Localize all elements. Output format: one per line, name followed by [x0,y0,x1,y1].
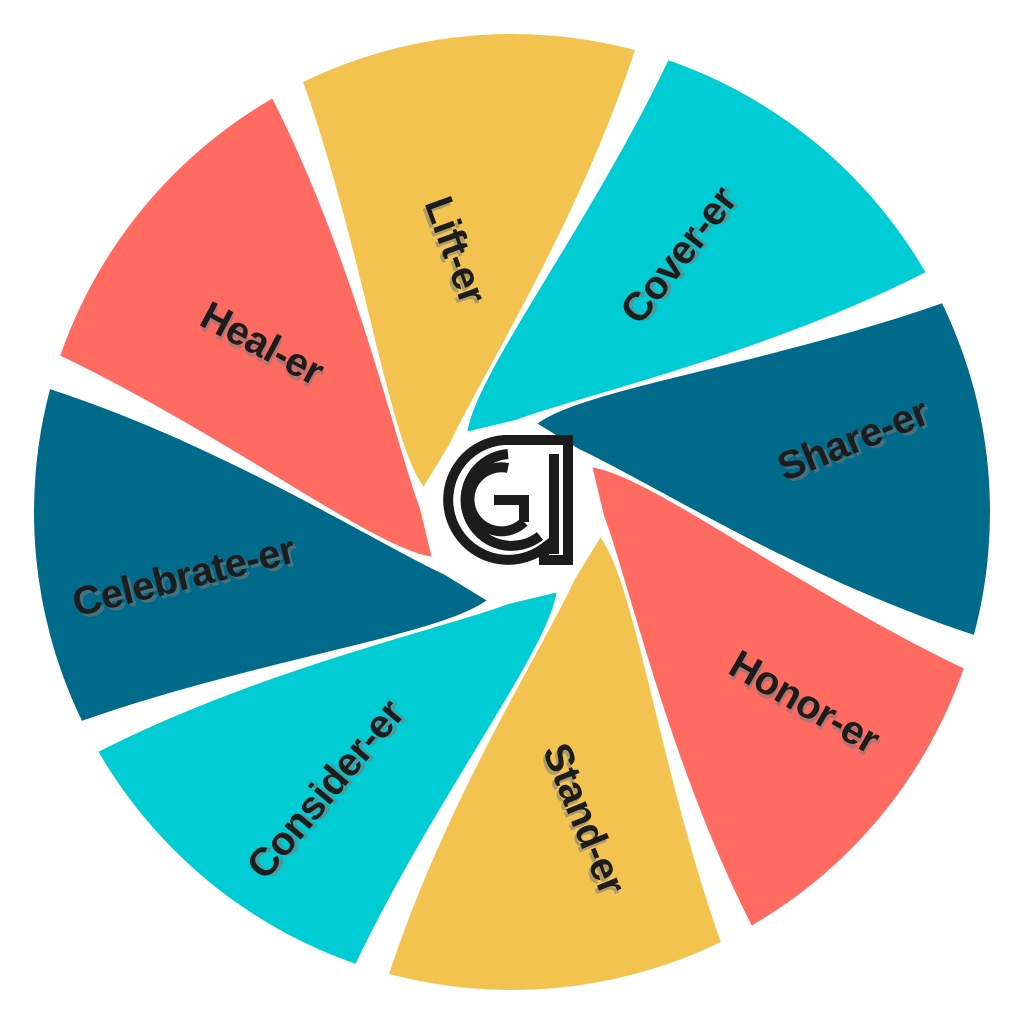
wheel-segment-stand-er [389,537,721,990]
wheel-segment-cover-er [467,60,926,432]
wheel-segment-lift-er [303,34,635,487]
wheel-segment-consider-er [98,592,557,964]
g-monogram-icon [443,435,573,565]
wheel-segment-heal-er [60,98,432,557]
wheel-segment-share-er [537,303,990,635]
wheel-segments [34,34,990,990]
wheel-segment-honor-er [592,467,964,926]
wheel-segment-celebrate-er [34,389,487,721]
